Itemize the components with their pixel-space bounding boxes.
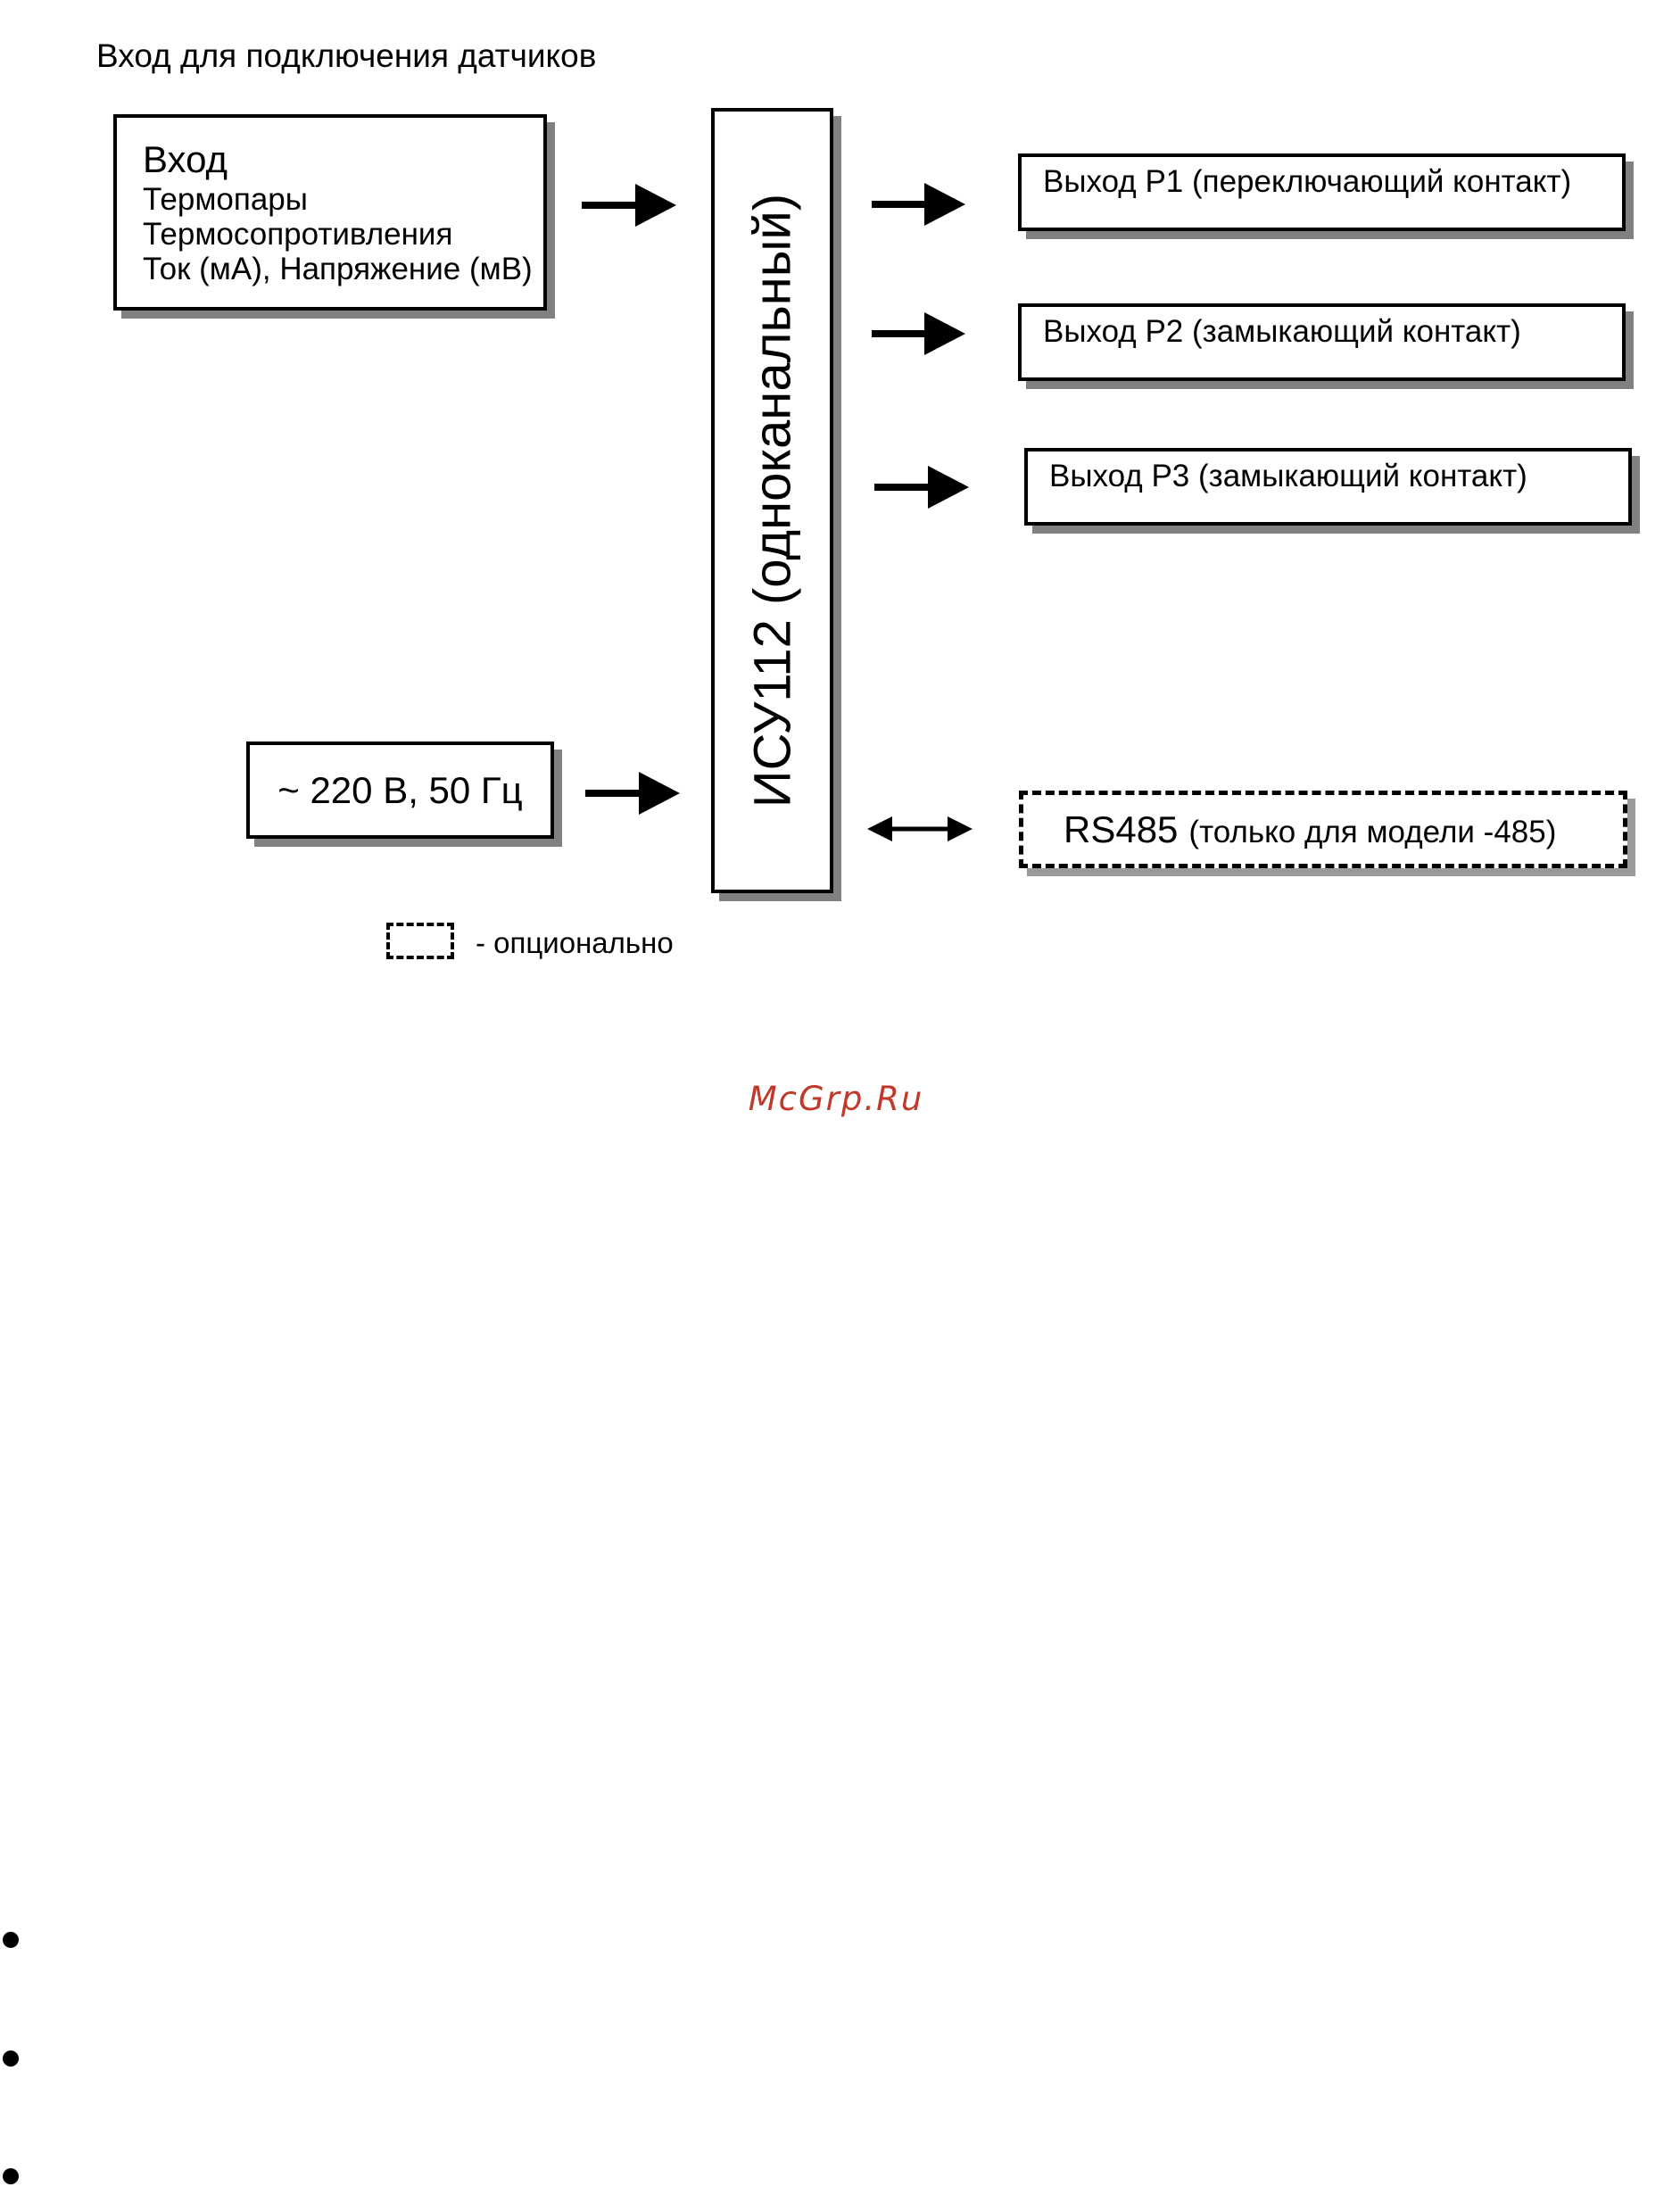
arrow-device-to-p1 (872, 183, 965, 226)
arrow-input-to-device (582, 184, 676, 227)
list-bullet (3, 2168, 19, 2184)
arrow-device-to-p2 (872, 312, 965, 355)
list-bullet (3, 2050, 19, 2067)
arrow-device-to-p3 (874, 466, 969, 509)
arrow-device-rs485-bidirectional (867, 816, 973, 841)
arrow-power-to-device (585, 772, 680, 815)
list-bullet (3, 1932, 19, 1948)
watermark: McGrp.Ru (0, 1080, 1672, 1118)
